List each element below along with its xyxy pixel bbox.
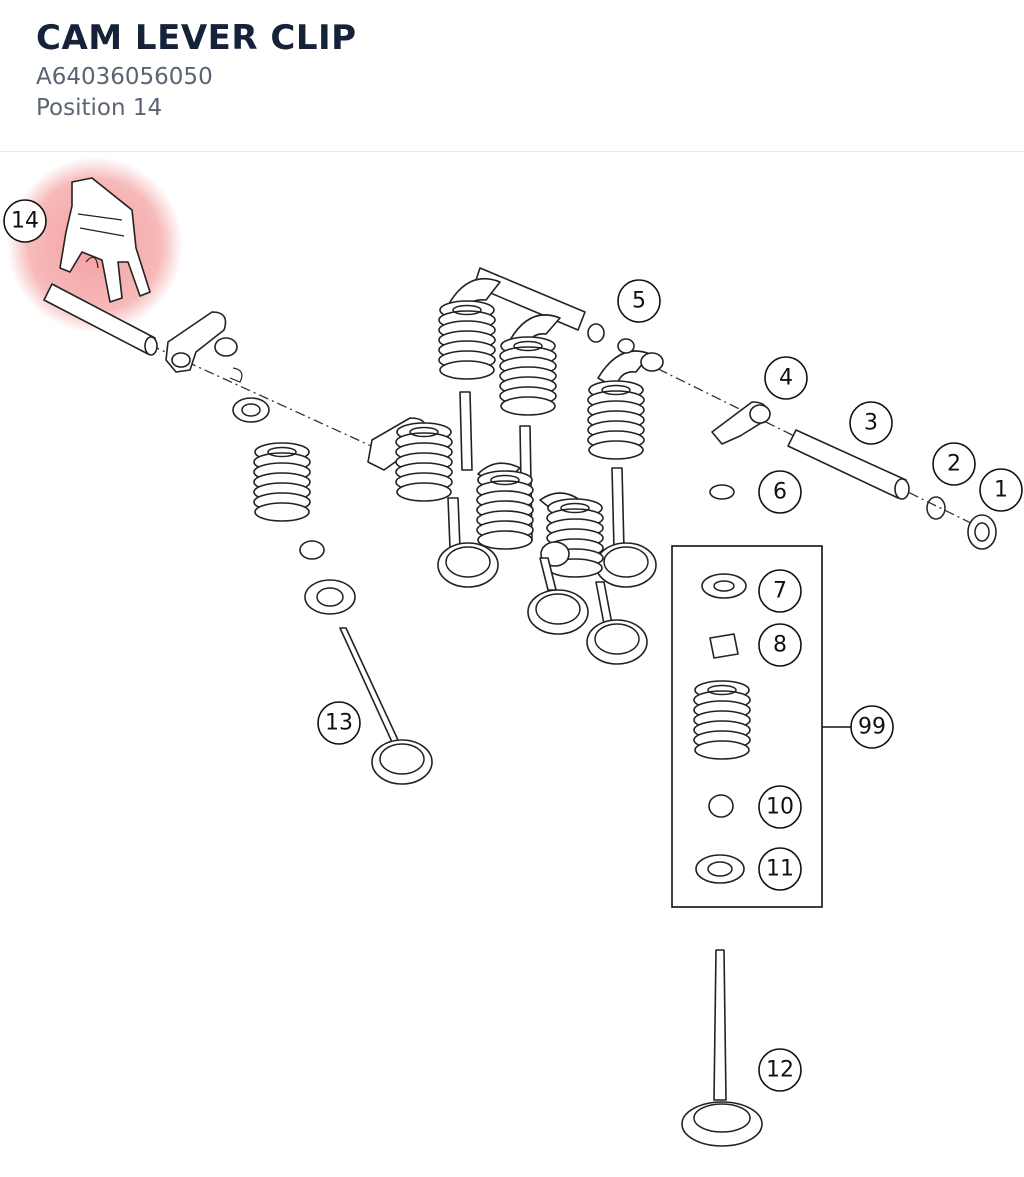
callout-10[interactable]: 10 [758,785,802,829]
svg-text:2: 2 [947,452,961,477]
svg-text:13: 13 [325,711,353,736]
left-valve-group [232,397,433,785]
svg-text:3: 3 [864,411,878,436]
part-number: A64036056050 [36,64,213,90]
svg-text:12: 12 [766,1058,794,1083]
svg-text:7: 7 [773,579,787,604]
callout-7[interactable]: 7 [758,569,802,613]
callout-4[interactable]: 4 [764,356,808,400]
callout-8[interactable]: 8 [758,623,802,667]
valve-12-part [681,949,763,1147]
svg-text:10: 10 [766,795,794,820]
position-label: Position 14 [36,95,163,121]
svg-text:1: 1 [994,478,1008,503]
callout-11[interactable]: 11 [758,847,802,891]
callout-14[interactable]: 14 [3,199,47,243]
svg-text:8: 8 [773,633,787,658]
part-title: CAM LEVER CLIP [36,18,357,58]
svg-text:99: 99 [858,715,886,740]
axis-line-right [639,359,986,531]
right-shaft-part [787,429,910,500]
callout-1[interactable]: 1 [979,468,1023,512]
callout-6[interactable]: 6 [758,470,802,514]
svg-text:11: 11 [766,857,794,882]
left-rocker-part [165,311,243,383]
end-cap-part [967,514,997,550]
left-shaft-part [43,283,158,356]
callout-99[interactable]: 99 [850,705,894,749]
part-header: CAM LEVER CLIP A64036056050 Position 14 [0,0,1024,152]
callout-3[interactable]: 3 [849,401,893,445]
center-valve-assembly [367,267,664,665]
cam-lever-clip-part[interactable] [59,177,151,303]
callout-2[interactable]: 2 [932,442,976,486]
pad-part [709,484,735,500]
svg-text:14: 14 [11,209,39,234]
washer-part [926,496,946,520]
svg-text:4: 4 [779,366,793,391]
callout-5[interactable]: 5 [617,279,661,323]
callout-12[interactable]: 12 [758,1048,802,1092]
svg-text:5: 5 [632,289,646,314]
right-rocker-part [711,401,771,445]
kit-box [671,545,852,908]
svg-text:6: 6 [773,480,787,505]
callout-13[interactable]: 13 [317,701,361,745]
